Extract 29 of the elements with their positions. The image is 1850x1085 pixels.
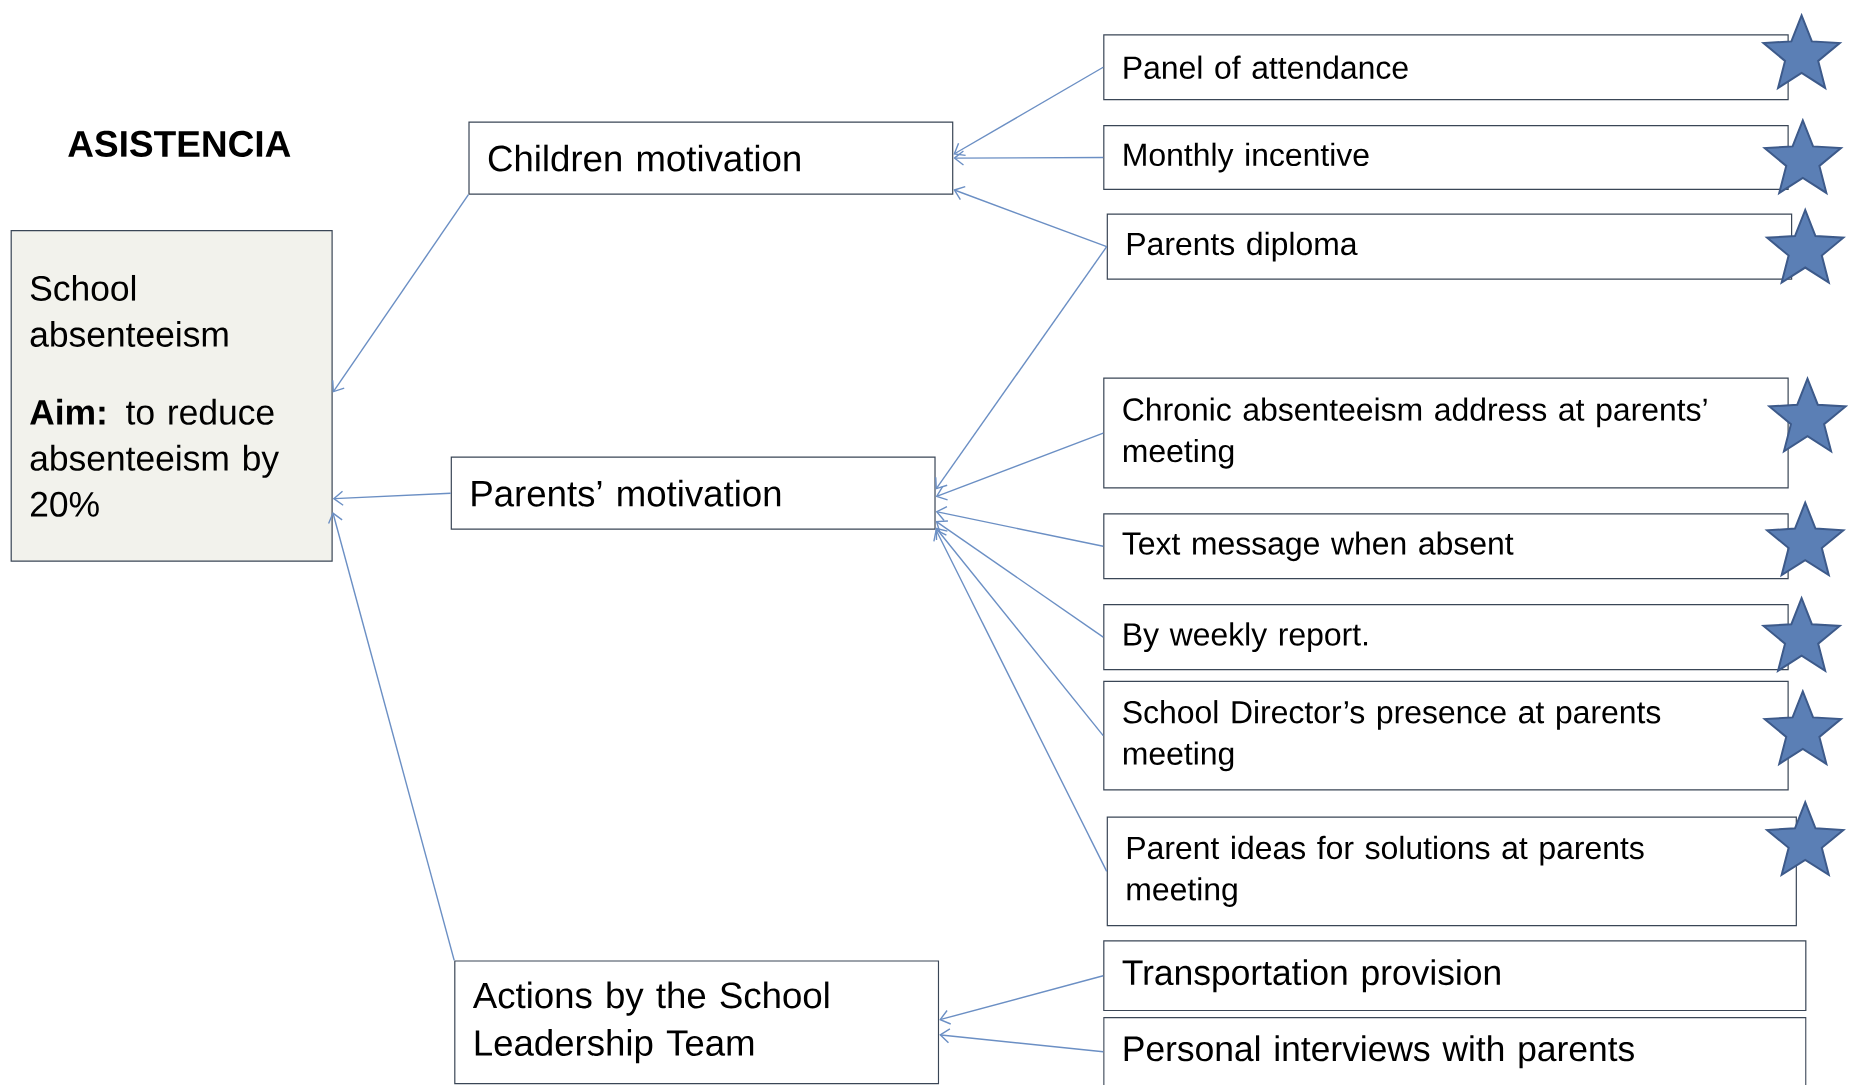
- arrow: [935, 520, 1104, 638]
- process-box: Transportation provision: [1103, 940, 1807, 1012]
- process-box: Parents’ motivation: [450, 456, 936, 530]
- process-box: School Director’s presence at parents meeting: [1103, 680, 1789, 791]
- goal-box: School absenteeism Aim: to reduce absenteeism by 20%: [10, 230, 333, 562]
- arrow: [953, 150, 1104, 166]
- process-box: By weekly report.: [1103, 604, 1789, 671]
- arrow: [331, 194, 470, 393]
- title: ASISTENCIA: [68, 130, 291, 157]
- arrow: [935, 432, 1104, 501]
- process-box: Monthly incentive: [1103, 125, 1789, 190]
- arrow: [935, 527, 1104, 737]
- arrow: [933, 529, 1108, 873]
- arrow: [935, 506, 1104, 547]
- arrow: [953, 66, 1104, 157]
- arrow: [935, 245, 1108, 490]
- process-box: Parent ideas for solutions at parents meeting: [1106, 816, 1797, 927]
- process-box: Personal interviews with parents: [1103, 1017, 1807, 1085]
- arrow: [939, 1028, 1104, 1053]
- process-box: Actions by the School Leadership Team: [454, 960, 940, 1085]
- arrow: [953, 185, 1108, 248]
- process-box: Parents diploma: [1106, 213, 1793, 280]
- arrow: [332, 490, 452, 506]
- process-box: Chronic absenteeism address at parents’ meeting: [1103, 377, 1789, 489]
- arrow: [327, 511, 455, 962]
- process-box: Children motivation: [468, 121, 954, 195]
- process-box: Text message when absent: [1103, 513, 1789, 580]
- arrow: [939, 975, 1104, 1025]
- process-box: Panel of attendance: [1103, 34, 1789, 101]
